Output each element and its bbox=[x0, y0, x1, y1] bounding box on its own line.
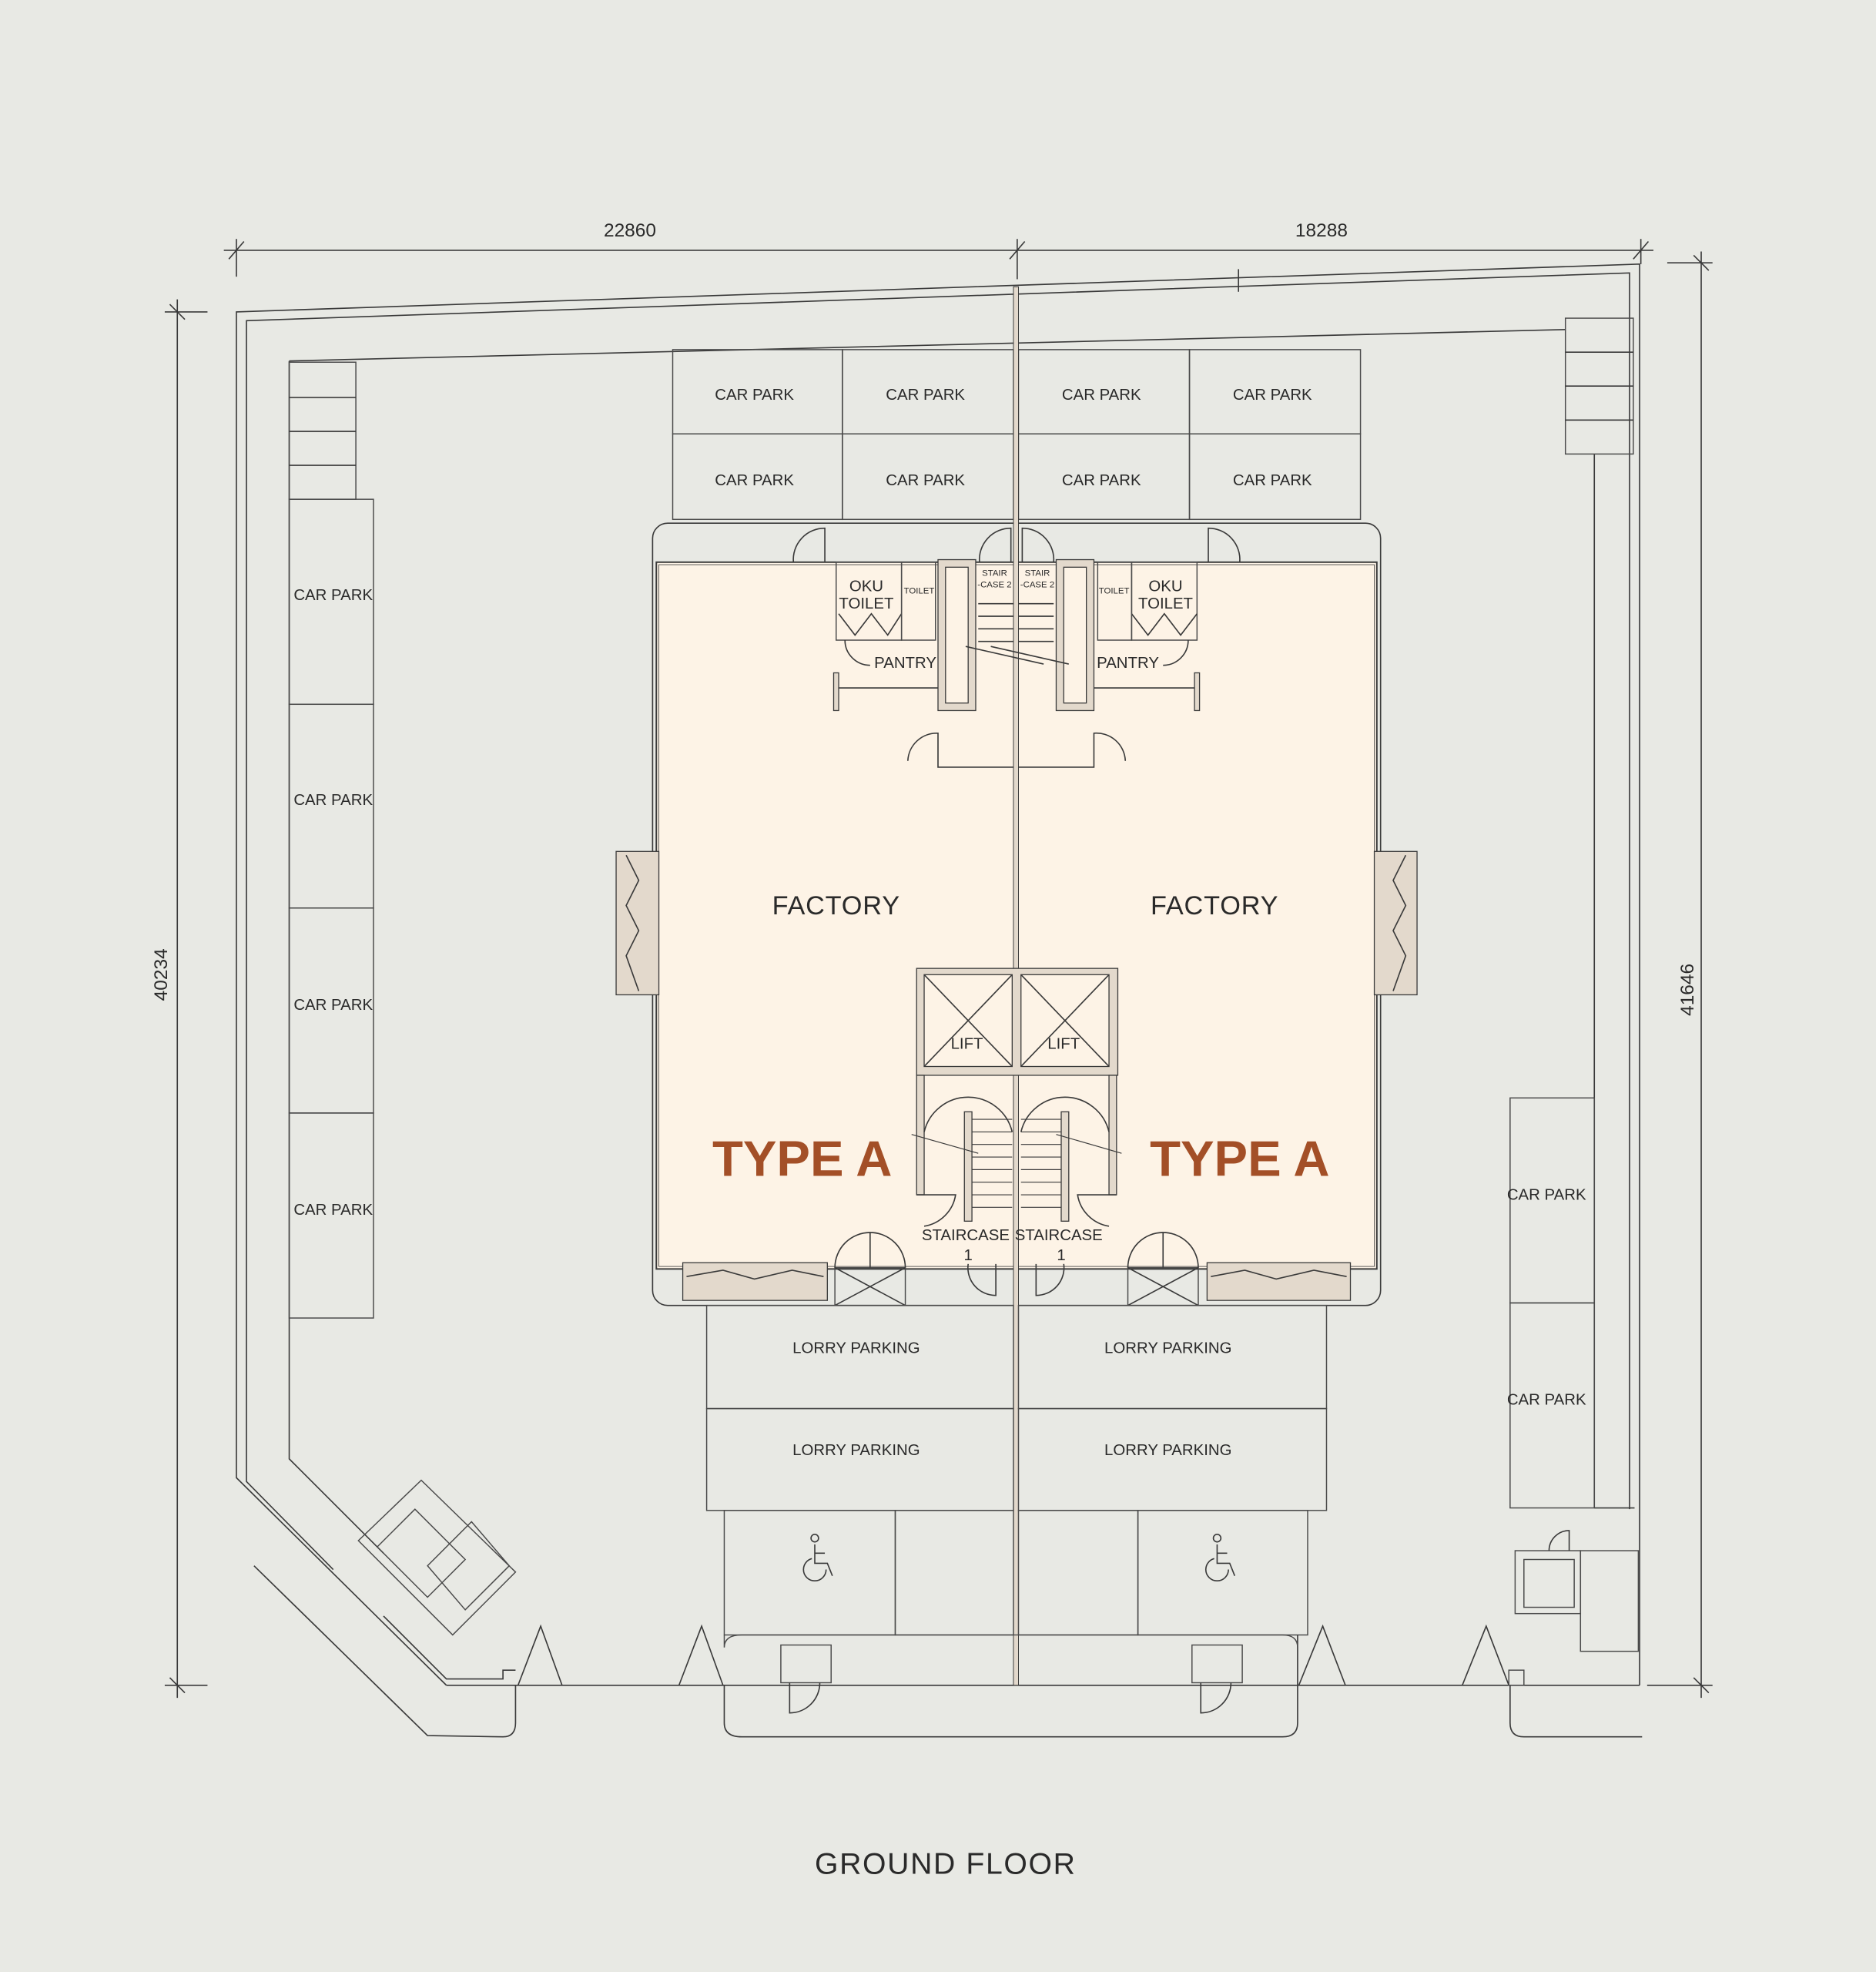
service-core-right bbox=[990, 558, 1201, 768]
guard-house-right bbox=[1508, 1530, 1640, 1686]
car-park-label: CAR PARK bbox=[1233, 472, 1312, 489]
service-core-left bbox=[832, 558, 1044, 768]
lorry-parking-label: LORRY PARKING bbox=[1104, 1442, 1231, 1459]
car-park-label: CAR PARK bbox=[886, 472, 965, 489]
staircase2-label: STAIR bbox=[982, 569, 1007, 579]
lift-core bbox=[911, 968, 1122, 1296]
car-park-label: CAR PARK bbox=[293, 1202, 373, 1219]
staircase2-label: STAIR bbox=[1025, 569, 1050, 579]
pantry-label: PANTRY bbox=[874, 655, 936, 672]
car-park-label: CAR PARK bbox=[1507, 1187, 1586, 1204]
toilet-label: TOILET bbox=[904, 587, 935, 596]
accessible-parking bbox=[723, 1510, 1308, 1714]
staircase2-label: -CASE 2 bbox=[1020, 580, 1054, 589]
car-park-label: CAR PARK bbox=[715, 387, 794, 404]
car-park-label: CAR PARK bbox=[1062, 387, 1141, 404]
unit-type-label: TYPE A bbox=[1150, 1131, 1329, 1187]
car-park-label: CAR PARK bbox=[293, 587, 373, 604]
guard-house-left bbox=[357, 1479, 517, 1680]
car-park-label: CAR PARK bbox=[293, 997, 373, 1014]
staircase-label: STAIRCASE bbox=[922, 1227, 1010, 1244]
dimension-lines bbox=[164, 239, 1713, 1699]
pantry-label: PANTRY bbox=[1097, 655, 1159, 672]
oku-toilet-label: OKU bbox=[849, 578, 883, 595]
lift-label: LIFT bbox=[1047, 1036, 1080, 1053]
lift-label: LIFT bbox=[951, 1036, 983, 1053]
factory-label: FACTORY bbox=[772, 891, 900, 921]
dim-top-left: 22860 bbox=[604, 220, 656, 241]
unit-type-label: TYPE A bbox=[712, 1131, 892, 1187]
building bbox=[615, 286, 1418, 1686]
toilet-label: TOILET bbox=[1099, 587, 1130, 596]
car-park-label: CAR PARK bbox=[1507, 1392, 1586, 1409]
factory-label: FACTORY bbox=[1151, 891, 1278, 921]
wheelchair-icon bbox=[802, 1534, 833, 1582]
car-park-label: CAR PARK bbox=[293, 792, 373, 809]
car-park-label: CAR PARK bbox=[1233, 387, 1312, 404]
right-car-parks bbox=[1509, 317, 1634, 1509]
wheelchair-icon bbox=[1204, 1534, 1236, 1582]
staircase-number: 1 bbox=[964, 1247, 973, 1264]
oku-toilet-label: TOILET bbox=[839, 595, 893, 612]
staircase2-label: -CASE 2 bbox=[977, 580, 1011, 589]
oku-toilet-label: TOILET bbox=[1138, 595, 1193, 612]
dim-right: 41646 bbox=[1677, 964, 1698, 1016]
staircase-label: STAIRCASE bbox=[1015, 1227, 1103, 1244]
dim-left: 40234 bbox=[151, 948, 172, 1001]
staircase-number: 1 bbox=[1057, 1247, 1065, 1264]
oku-toilet-label: OKU bbox=[1148, 578, 1182, 595]
dim-top-right: 18288 bbox=[1295, 220, 1348, 241]
lorry-parking-label: LORRY PARKING bbox=[792, 1442, 920, 1459]
lorry-parking-label: LORRY PARKING bbox=[792, 1340, 920, 1357]
left-car-parks bbox=[288, 361, 374, 1319]
car-park-label: CAR PARK bbox=[1062, 472, 1141, 489]
page-title: GROUND FLOOR bbox=[815, 1848, 1077, 1881]
lorry-parking-label: LORRY PARKING bbox=[1104, 1340, 1231, 1357]
car-park-label: CAR PARK bbox=[886, 387, 965, 404]
car-park-label: CAR PARK bbox=[715, 472, 794, 489]
